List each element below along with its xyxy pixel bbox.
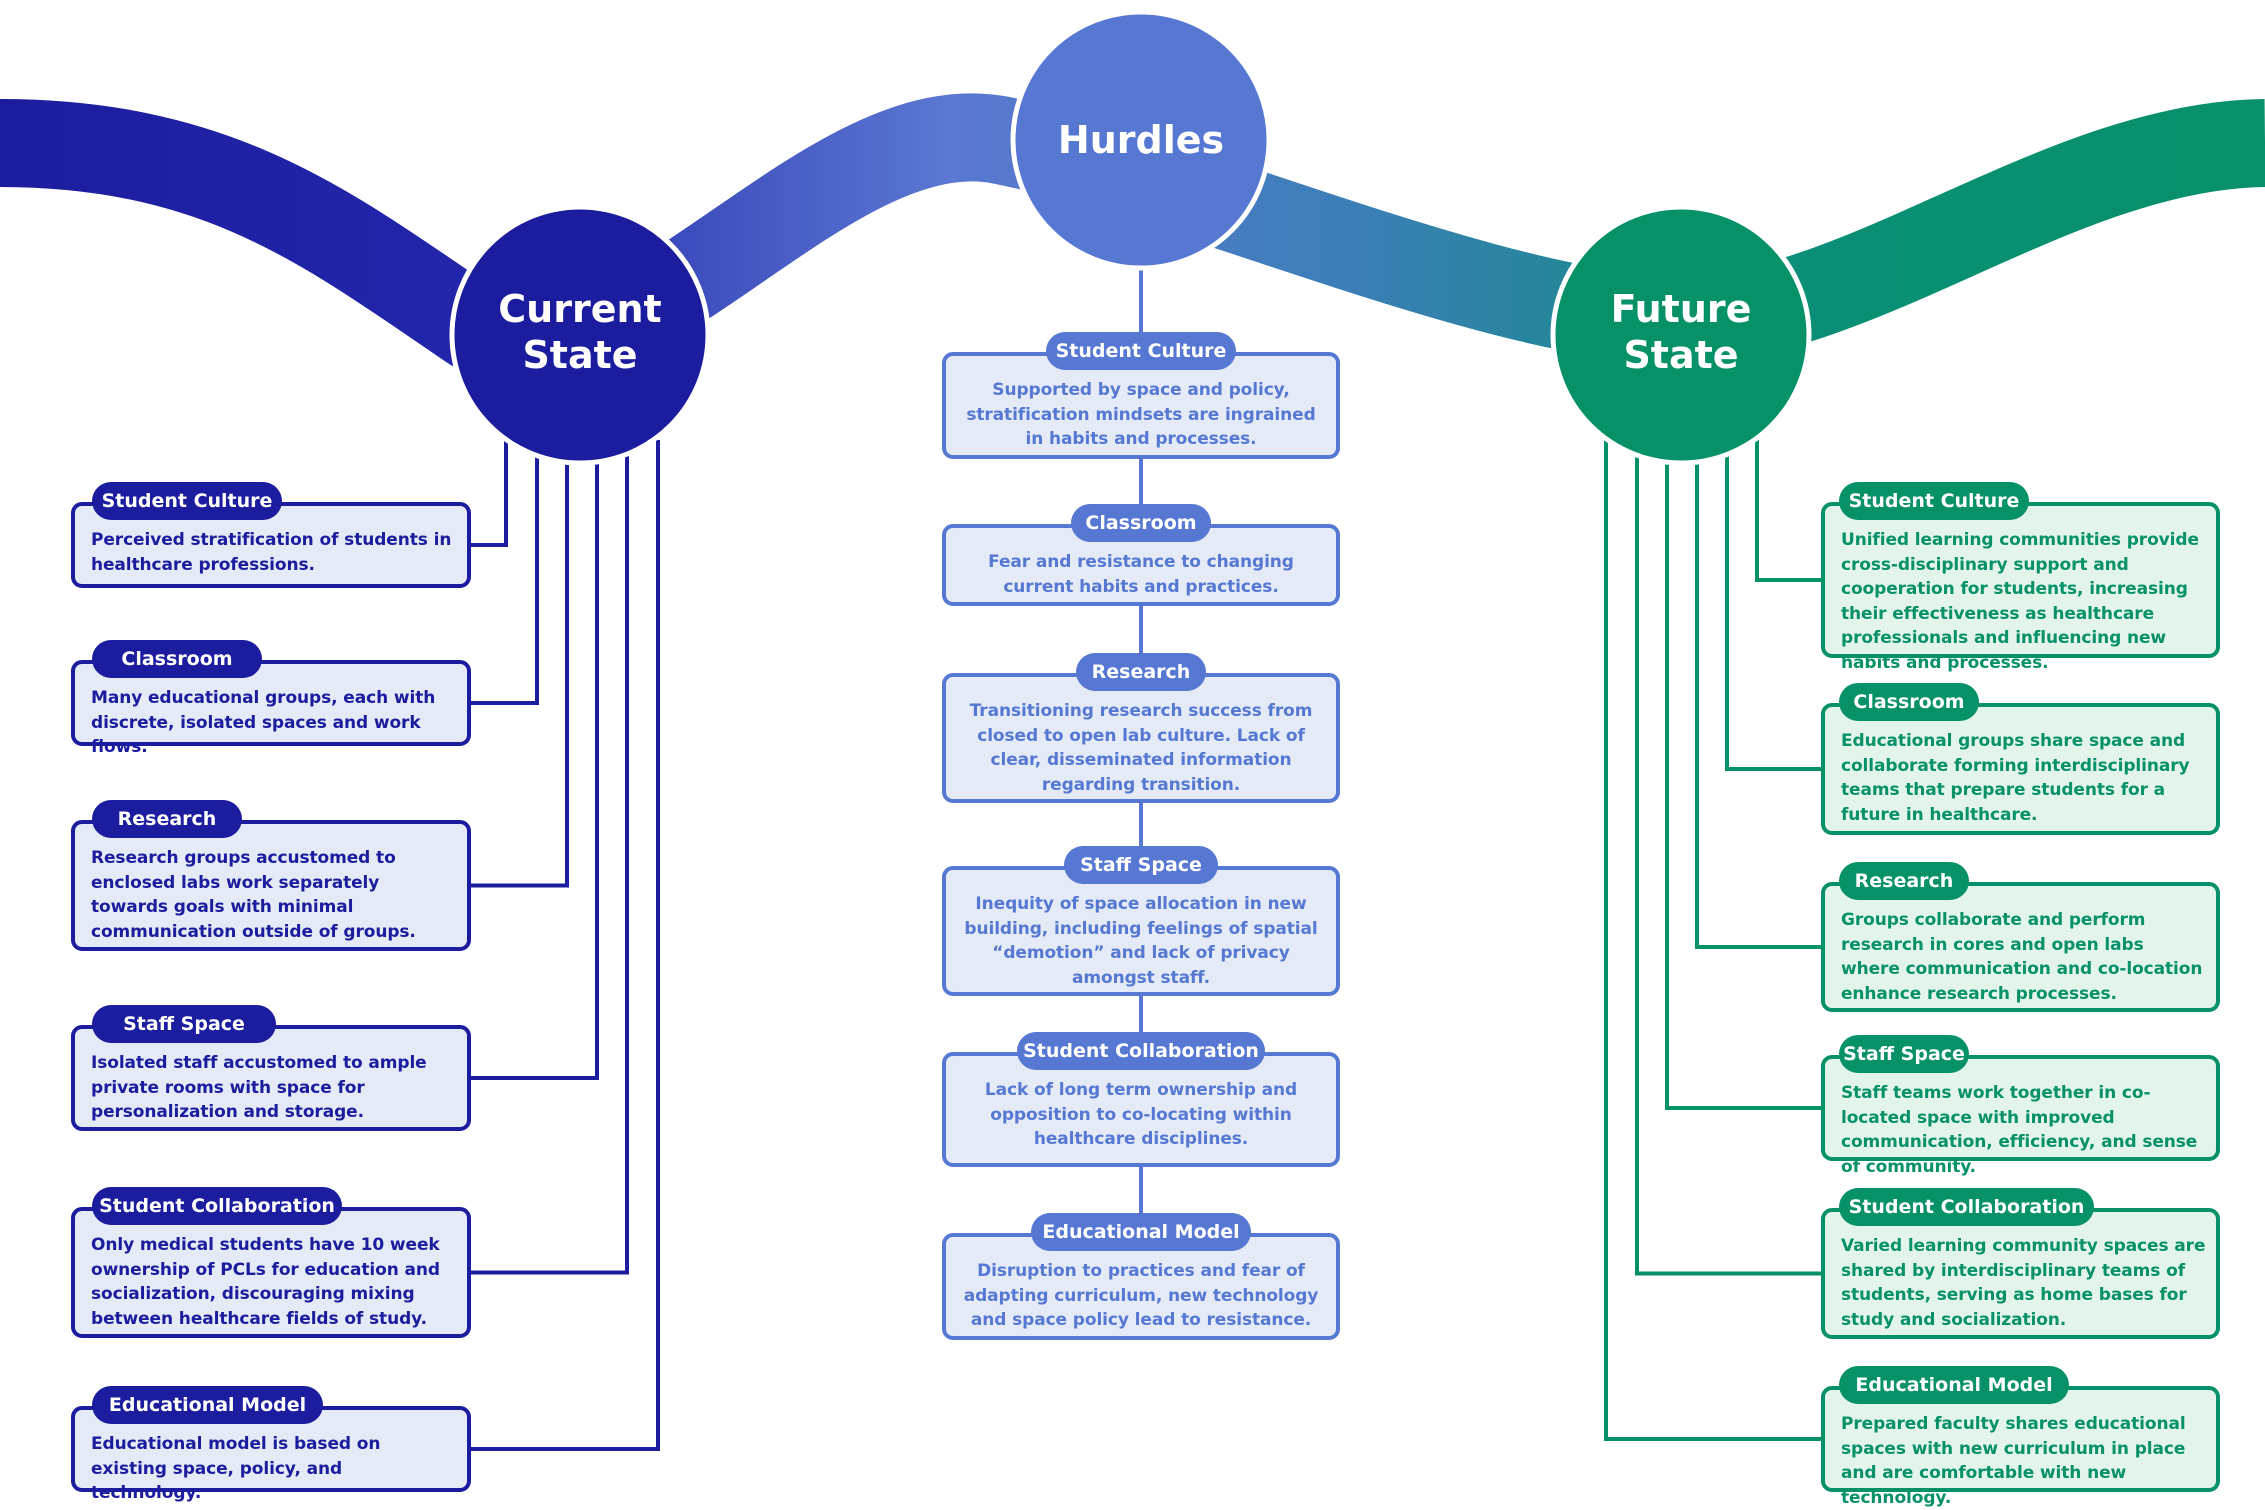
hurdles-card-classroom: Fear and resistance to changing current …: [942, 524, 1340, 606]
future-tag-student-collaboration: Student Collaboration: [1839, 1188, 2094, 1226]
hurdles-node: [1010, 9, 1272, 271]
hurdles-tag-student-collaboration: Student Collaboration: [1017, 1032, 1265, 1070]
future-tag-educational-model: Educational Model: [1839, 1366, 2069, 1404]
future-card-description: Varied learning community spaces are sha…: [1841, 1236, 2206, 1330]
hurdles-card-research: Transitioning research success from clos…: [942, 673, 1340, 803]
current-connector: [471, 440, 539, 705]
hurdles-tag-research: Research: [1076, 653, 1206, 691]
future-card-classroom: Educational groups share space and colla…: [1821, 703, 2220, 835]
future-card-description: Educational groups share space and colla…: [1841, 731, 2190, 825]
current-card-student-collaboration: Only medical students have 10 week owner…: [71, 1207, 471, 1338]
hurdles-card-student-culture: Supported by space and policy, stratific…: [942, 352, 1340, 459]
future-connector: [1635, 440, 1821, 1276]
current-connector: [471, 440, 508, 547]
hurdles-card-description: Fear and resistance to changing current …: [988, 552, 1294, 597]
future-connector: [1604, 440, 1821, 1441]
current-tag-student-culture: Student Culture: [92, 482, 282, 520]
hurdles-card-description: Disruption to practices and fear of adap…: [963, 1261, 1319, 1330]
current-state-node: [449, 204, 711, 466]
current-tag-educational-model: Educational Model: [92, 1386, 323, 1424]
future-tag-staff-space: Staff Space: [1839, 1035, 1969, 1073]
hurdles-card-description: Inequity of space allocation in new buil…: [964, 894, 1318, 988]
flow-band: [0, 93, 2265, 389]
future-tag-student-culture: Student Culture: [1839, 482, 2029, 520]
hurdles-card-student-collaboration: Lack of long term ownership and oppositi…: [942, 1052, 1340, 1167]
current-tag-classroom: Classroom: [92, 640, 262, 678]
current-card-classroom: Many educational groups, each with discr…: [71, 660, 471, 757]
hurdles-card-description: Lack of long term ownership and oppositi…: [984, 1080, 1298, 1149]
hurdles-tag-staff-space: Staff Space: [1064, 846, 1218, 884]
future-card-description: Prepared faculty shares educational spac…: [1841, 1414, 2186, 1508]
future-card-student-collaboration: Varied learning community spaces are sha…: [1821, 1208, 2220, 1339]
future-tag-research: Research: [1839, 862, 1969, 900]
current-tag-staff-space: Staff Space: [92, 1005, 276, 1043]
future-card-research: Groups collaborate and perform research …: [1821, 882, 2220, 1012]
current-card-description: Many educational groups, each with discr…: [91, 688, 436, 757]
hurdles-card-staff-space: Inequity of space allocation in new buil…: [942, 866, 1340, 996]
current-card-description: Isolated staff accustomed to ample priva…: [91, 1053, 427, 1122]
current-state-label: Current State: [498, 287, 662, 377]
current-card-description: Research groups accustomed to enclosed l…: [91, 848, 416, 942]
future-card-description: Unified learning communities provide cro…: [1841, 530, 2199, 673]
future-card-description: Groups collaborate and perform research …: [1841, 910, 2203, 1004]
current-connector: [471, 440, 629, 1275]
current-connector: [471, 440, 599, 1080]
hurdles-card-description: Supported by space and policy, stratific…: [966, 380, 1316, 449]
hurdles-tag-student-culture: Student Culture: [1046, 332, 1236, 370]
current-card-description: Educational model is based on existing s…: [91, 1434, 381, 1503]
hurdles-tag-educational-model: Educational Model: [1031, 1213, 1251, 1251]
future-card-description: Staff teams work together in co-located …: [1841, 1083, 2198, 1177]
current-connector: [471, 440, 660, 1451]
future-connector: [1725, 440, 1821, 771]
current-tag-student-collaboration: Student Collaboration: [92, 1187, 342, 1225]
current-card-description: Only medical students have 10 week owner…: [91, 1235, 440, 1329]
future-card-student-culture: Unified learning communities provide cro…: [1821, 502, 2220, 673]
future-state-label: Future State: [1610, 287, 1752, 377]
hurdles-label: Hurdles: [1057, 118, 1225, 162]
future-connector: [1665, 440, 1821, 1110]
current-tag-research: Research: [92, 800, 242, 838]
future-connector: [1695, 440, 1821, 949]
current-card-description: Perceived stratification of students in …: [91, 530, 452, 575]
hurdles-tag-classroom: Classroom: [1071, 504, 1211, 542]
current-connector: [471, 440, 569, 888]
future-connector: [1755, 440, 1821, 582]
hurdles-card-description: Transitioning research success from clos…: [969, 701, 1313, 795]
future-state-node: [1550, 204, 1812, 466]
connector-lines: [471, 262, 1821, 1451]
future-tag-classroom: Classroom: [1839, 683, 1979, 721]
current-card-research: Research groups accustomed to enclosed l…: [71, 820, 471, 951]
